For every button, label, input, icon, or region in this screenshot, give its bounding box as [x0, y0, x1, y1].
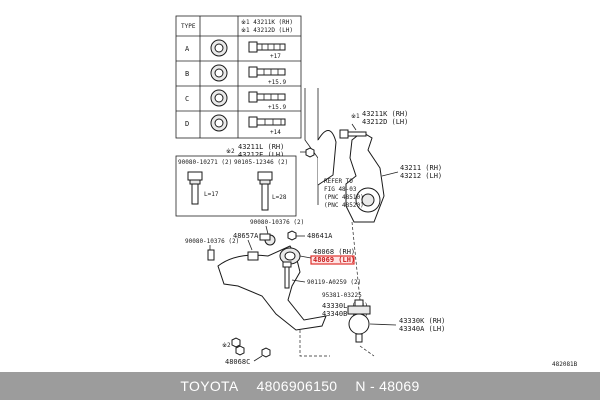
label-p11: 43330K (RH): [399, 317, 445, 325]
label-p4: 90080-10376 (2): [185, 238, 239, 245]
bolt-icon: [248, 41, 286, 53]
label-bolt-b-length: L=28: [272, 194, 287, 201]
steering-knuckle: [345, 131, 385, 223]
highlight-box: [310, 255, 355, 265]
table-header-type: TYPE: [181, 23, 196, 30]
label-p3: 48641A: [307, 232, 333, 240]
nut-icon: [305, 147, 315, 158]
bolt-icon: [207, 249, 292, 289]
label-p13: 48068C: [225, 358, 250, 366]
table-row-dim-c: +15.9: [268, 104, 286, 111]
label-knuckle-lh-1: 43212D (LH): [362, 118, 408, 126]
table-row-type-a: A: [185, 45, 190, 53]
label-p5: 48068 (RH): [313, 248, 355, 256]
label-knuckle-rh-2: 43211L (RH): [238, 143, 284, 151]
table-row-type-c: C: [185, 95, 189, 103]
table-row-type-b: B: [185, 70, 189, 78]
bolt-icon: [248, 91, 286, 103]
label-p1: 90080-10376 (2): [250, 219, 304, 226]
diagram-id: 482081B: [552, 361, 578, 368]
table-row-dim-a: +17: [270, 53, 281, 60]
nut-icon: [287, 230, 297, 241]
label-knuckle-lh: 43212 (LH): [400, 172, 442, 180]
label-bolt-b: 90105-12346 (2): [234, 159, 288, 166]
label-bolt-a: 90080-10271 (2): [178, 159, 232, 166]
table-row-dim-b: +15.9: [268, 79, 286, 86]
label-p8: 95381-03225: [322, 292, 362, 299]
footer-part-number: 4806906150: [256, 378, 338, 394]
parts-diagram: TYPE ※1 43211K (RH) ※1 43212D (LH) A +17…: [175, 15, 578, 368]
bolt-icon: [248, 66, 286, 78]
washer-icon: [210, 114, 228, 132]
bolt-type-table: TYPE ※1 43211K (RH) ※1 43212D (LH) A +17…: [175, 15, 302, 139]
label-p10: 43340B (LH): [322, 310, 368, 318]
label-knuckle-rh-1: 43211K (RH): [362, 110, 408, 118]
flange-bolt-icon: [257, 171, 273, 211]
table-row-dim-d: +14: [270, 129, 281, 136]
mark-1: ※1: [351, 113, 360, 120]
washer-icon: [210, 64, 228, 82]
ball-joint: [347, 299, 371, 343]
refer-line-1: REFER TO: [324, 178, 353, 185]
mark-2b: ※2: [222, 342, 231, 349]
nut-icon: [231, 337, 245, 356]
footer-bar: TOYOTA 4806906150 N - 48069: [0, 372, 600, 400]
label-p9: 43330L (RH): [322, 302, 368, 310]
label-p12: 43340A (LH): [399, 325, 445, 333]
washer-icon: [210, 89, 228, 107]
label-p7: 90119-A0259 (2): [307, 279, 361, 286]
nut-icon: [261, 347, 271, 358]
label-p6-highlight[interactable]: 48069 (LH): [313, 256, 355, 264]
footer-ref: N - 48069: [355, 378, 420, 394]
table-header-line-2: ※1 43212D (LH): [241, 27, 293, 34]
label-knuckle-lh-2: 43212E (LH): [238, 151, 284, 159]
lower-control-arm: [217, 245, 327, 331]
label-knuckle-rh: 43211 (RH): [400, 164, 442, 172]
knuckle-bolt: [339, 129, 367, 139]
refer-line-3: (PNC 48510): [324, 194, 364, 201]
table-header-line-1: ※1 43211K (RH): [241, 19, 293, 26]
bolt-icon: [248, 116, 286, 128]
refer-line-2: FIG 48-03: [324, 186, 357, 193]
bushing-icon: [247, 233, 276, 261]
table-row-type-d: D: [185, 120, 189, 128]
mark-2: ※2: [226, 148, 235, 155]
label-bolt-a-length: L=17: [204, 191, 219, 198]
label-p2: 48657A: [233, 232, 259, 240]
footer-brand: TOYOTA: [180, 378, 239, 394]
refer-line-4: (PNC 48520): [324, 202, 364, 209]
washer-icon: [210, 39, 228, 57]
flange-bolt-icon: [187, 171, 203, 205]
bolt-detail-box: 90080-10271 (2) 90105-12346 (2) L=17 L=2…: [175, 155, 297, 217]
